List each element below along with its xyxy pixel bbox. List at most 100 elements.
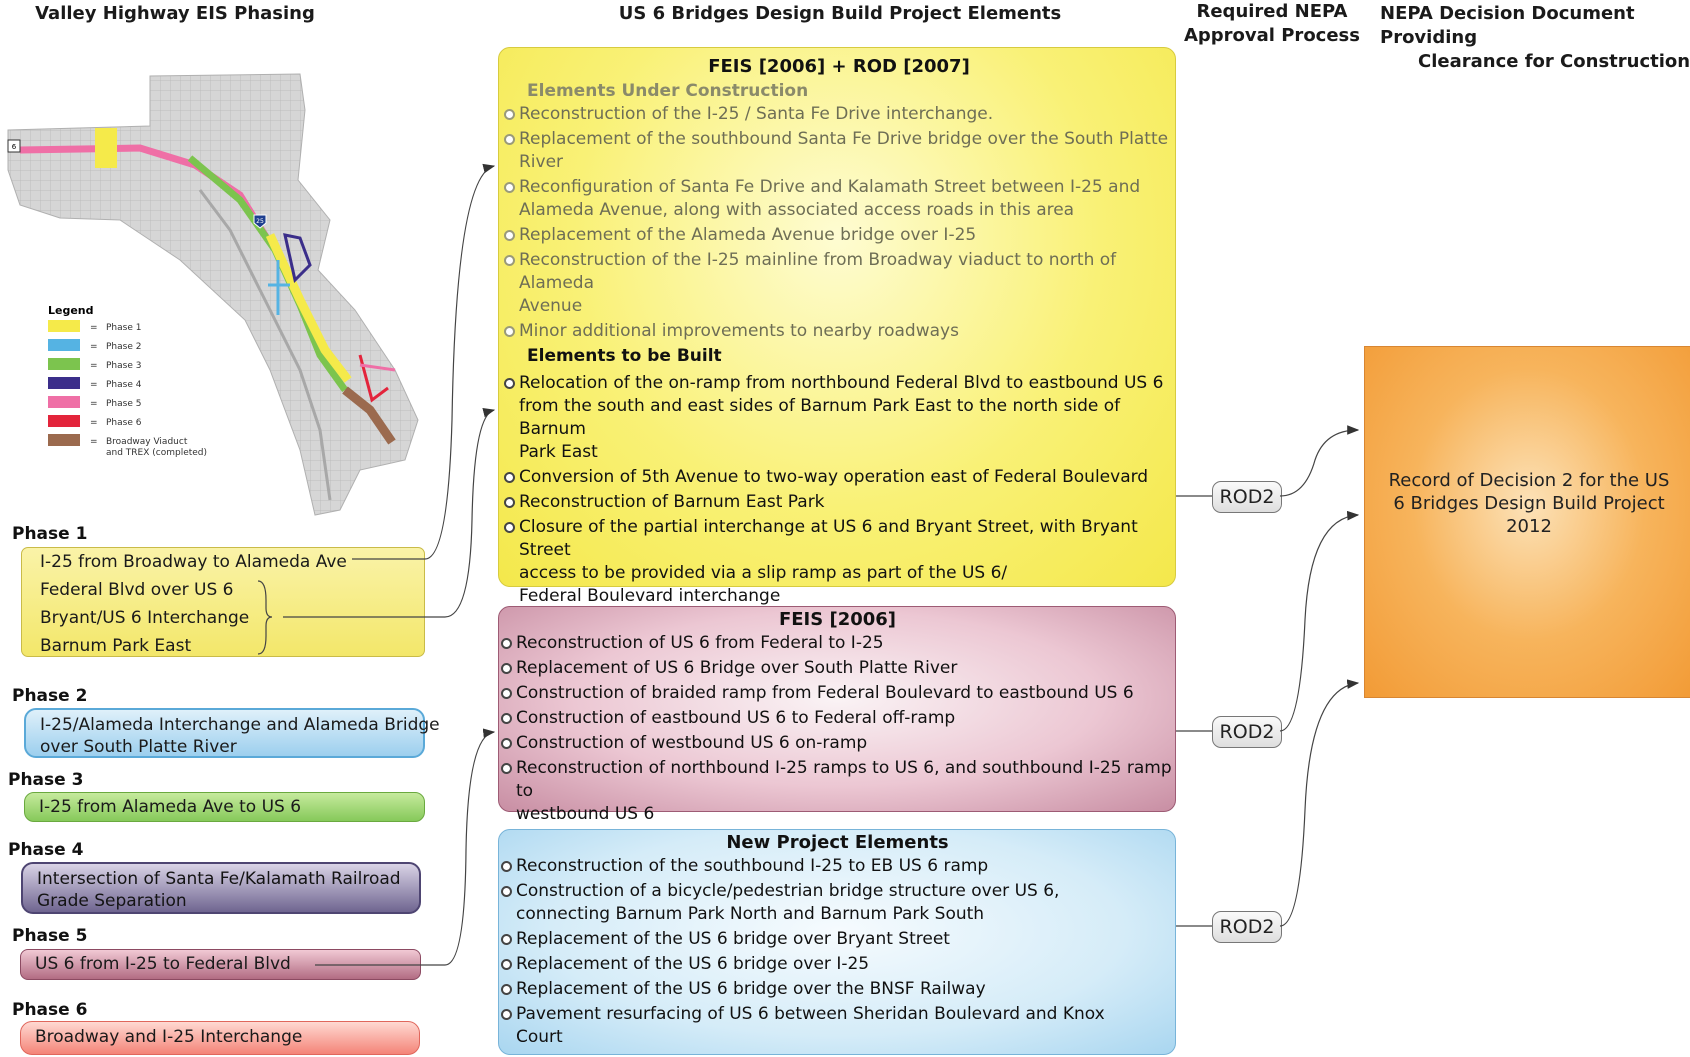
list-item: Construction of braided ramp from Federa… <box>500 682 1175 705</box>
rod-top-to-decision <box>1279 425 1360 497</box>
header-phasing: Valley Highway EIS Phasing <box>20 2 330 26</box>
list-item: Reconstruction of the I-25 / Santa Fe Dr… <box>503 103 1175 126</box>
bullet-icon <box>504 497 515 508</box>
list-item: Pavement resurfacing of US 6 between She… <box>500 1003 1175 1049</box>
phase-4-box: Intersection of Santa Fe/Kalamath Railro… <box>21 862 421 914</box>
feis-box: FEIS [2006] Reconstruction of US 6 from … <box>498 606 1176 824</box>
bullet-icon <box>504 109 515 120</box>
list-item-line: Replacement of the US 6 bridge over I-25 <box>516 954 870 974</box>
list-item-line: Construction of braided ramp from Federa… <box>516 683 1134 703</box>
list-item: Replacement of the Alameda Avenue bridge… <box>503 224 1175 247</box>
list-item-line: Minor additional improvements to nearby … <box>519 321 959 341</box>
list-item-line: Pavement resurfacing of US 6 between She… <box>516 1004 1105 1024</box>
legend-label: Broadway Viaduct <box>106 437 188 447</box>
legend-label: Phase 4 <box>106 380 142 390</box>
list-item-line: Reconstruction of US 6 from Federal to I… <box>516 633 884 653</box>
list-item-line: Reconstruction of the southbound I-25 to… <box>516 856 989 876</box>
phase5-connector <box>315 728 496 966</box>
us-route-shield-icon: 6 <box>7 139 21 153</box>
interstate-shield-icon: 25 <box>253 214 267 229</box>
bullet-icon <box>501 763 512 774</box>
bullet-icon <box>501 688 512 699</box>
bullet-icon <box>504 134 515 145</box>
list-item-line: Reconstruction of the I-25 mainline from… <box>519 250 1117 293</box>
rod2-badge: ROD2 <box>1212 481 1282 513</box>
phase-5-row: US 6 from I-25 to Federal Blvd <box>35 954 291 974</box>
legend-title: Legend <box>48 304 94 317</box>
legend-swatch <box>48 396 80 408</box>
feis-rod-title: FEIS [2006] + ROD [2007] <box>708 56 970 77</box>
feis-list: Reconstruction of US 6 from Federal to I… <box>500 632 1175 826</box>
phasing-map: 25 6 Legend =Phase 1=Phase 2=Phase 3=Pha… <box>7 73 419 516</box>
legend-separator: = <box>90 361 98 371</box>
legend-label: Phase 6 <box>106 418 142 428</box>
under-construction-list: Reconstruction of the I-25 / Santa Fe Dr… <box>503 103 1175 343</box>
list-item-line: Reconstruction of the I-25 / Santa Fe Dr… <box>519 104 994 124</box>
legend-separator: = <box>90 342 98 352</box>
list-item-line: Court <box>516 1027 563 1047</box>
bullet-icon <box>501 1009 512 1020</box>
list-item-line: Replacement of the southbound Santa Fe D… <box>519 129 1169 172</box>
phase-2-box: I-25/Alameda Interchange and Alameda Bri… <box>24 708 440 758</box>
legend-label: Phase 3 <box>106 361 141 371</box>
list-item-line: Closure of the partial interchange at US… <box>519 517 1138 560</box>
header-elements: US 6 Bridges Design Build Project Elemen… <box>560 2 1120 26</box>
rod-mid-to-decision <box>1279 510 1360 732</box>
phase-2-label: Phase 2 <box>12 686 88 706</box>
bullet-icon <box>504 182 515 193</box>
legend-label: Phase 5 <box>106 399 141 409</box>
list-item-line: access to be provided via a slip ramp as… <box>519 563 1008 583</box>
list-item: Replacement of the US 6 bridge over the … <box>500 978 1175 1001</box>
to-be-built-title: Elements to be Built <box>527 346 722 366</box>
bullet-icon <box>501 713 512 724</box>
bullet-icon <box>501 861 512 872</box>
list-item: Replacement of the US 6 bridge over I-25 <box>500 953 1175 976</box>
phase-1-row: Barnum Park East <box>40 636 192 656</box>
list-item-line: Federal Boulevard interchange <box>519 586 781 606</box>
list-item-line: Replacement of US 6 Bridge over South Pl… <box>516 658 958 678</box>
map-base <box>7 73 419 516</box>
phase-2-row: over South Platte River <box>40 737 237 757</box>
phase-6-box: Broadway and I-25 Interchange <box>20 1021 420 1055</box>
bullet-icon <box>504 472 515 483</box>
phase-1-label: Phase 1 <box>12 524 88 544</box>
list-item-line: Reconfiguration of Santa Fe Drive and Ka… <box>519 177 1141 197</box>
list-item: Reconstruction of northbound I-25 ramps … <box>500 757 1175 826</box>
legend-separator: = <box>90 323 98 333</box>
header-nepa-line: Approval Process <box>1183 25 1360 46</box>
map-legend: Legend =Phase 1=Phase 2=Phase 3=Phase 4=… <box>48 304 207 458</box>
list-item-line: Reconstruction of northbound I-25 ramps … <box>516 758 1172 801</box>
feis-rod-box: FEIS [2006] + ROD [2007] Elements Under … <box>498 47 1176 677</box>
phase-1-row: I-25 from Broadway to Alameda Ave <box>40 552 347 572</box>
header-decision: NEPA Decision Document Providing Clearan… <box>1368 2 1690 74</box>
list-item-line: connecting Barnum Park North and Barnum … <box>516 904 985 924</box>
phase-1-row: Bryant/US 6 Interchange <box>40 608 250 628</box>
list-item: Construction of a bicycle/pedestrian bri… <box>500 880 1175 926</box>
bullet-icon <box>501 638 512 649</box>
list-item-line: Avenue <box>519 296 583 316</box>
bullet-icon <box>501 886 512 897</box>
legend-label: Phase 2 <box>106 342 141 352</box>
list-item: Reconstruction of Barnum East Park <box>503 491 1175 514</box>
feis-title: FEIS [2006] <box>778 609 897 630</box>
header-phasing-text: Valley Highway EIS Phasing <box>35 3 315 24</box>
list-item: Construction of westbound US 6 on-ramp <box>500 732 1175 755</box>
list-item-line: westbound US 6 <box>516 804 655 824</box>
list-item-line: Reconstruction of Barnum East Park <box>519 492 825 512</box>
list-item: Minor additional improvements to nearby … <box>503 320 1175 343</box>
bullet-icon <box>504 230 515 241</box>
bullet-icon <box>501 959 512 970</box>
legend-swatch <box>48 339 80 351</box>
decision-line: 2012 <box>1506 516 1552 537</box>
legend-swatch <box>48 434 80 446</box>
rod2-badge: ROD2 <box>1212 716 1282 748</box>
phase-5-box: US 6 from I-25 to Federal Blvd <box>20 949 421 980</box>
header-decision-line: NEPA Decision Document Providing <box>1380 3 1635 48</box>
phase-1-row: Federal Blvd over US 6 <box>40 580 234 600</box>
legend-swatch <box>48 377 80 389</box>
legend-label: Phase 1 <box>106 323 141 333</box>
new-elements-box: New Project Elements Reconstruction of t… <box>498 829 1176 1055</box>
header-nepa: Required NEPA Approval Process <box>1178 0 1366 48</box>
to-be-built-list: Relocation of the on-ramp from northboun… <box>503 372 1175 679</box>
list-item-line: Replacement of the Alameda Avenue bridge… <box>519 225 977 245</box>
